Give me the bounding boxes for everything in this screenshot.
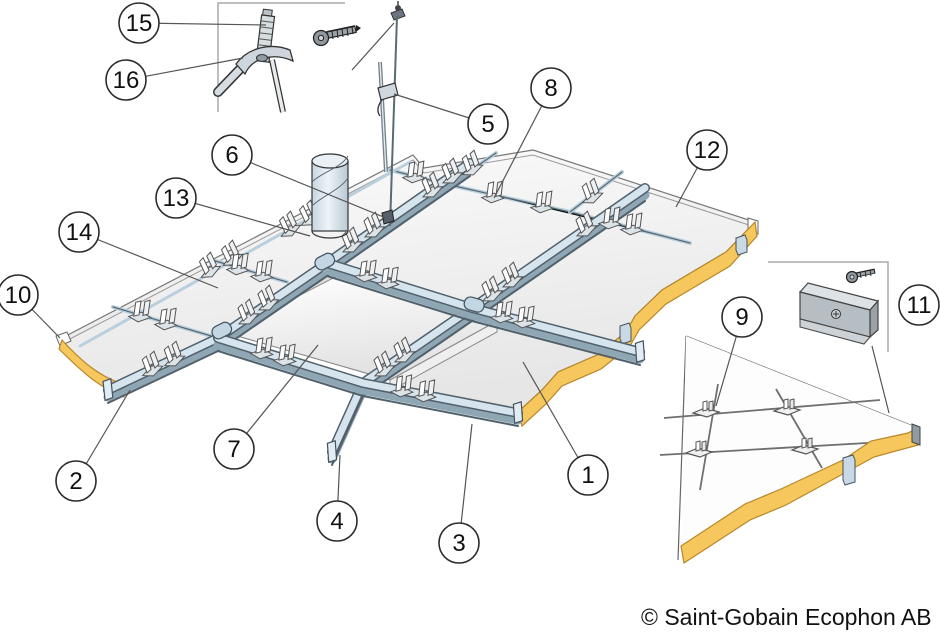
callout-label: 16 [113, 67, 140, 94]
callout-label: 14 [66, 219, 93, 246]
callout-5: 5 [467, 103, 509, 145]
callout-3: 3 [438, 522, 480, 564]
callout-label: 1 [581, 462, 594, 489]
tile-edge-left-cap [55, 331, 72, 347]
callout-2: 2 [55, 460, 97, 502]
callout-8: 8 [530, 67, 572, 109]
callout-13: 13 [155, 177, 197, 219]
leader-line [351, 22, 395, 71]
callout-label: 2 [69, 468, 82, 495]
screw-icon [312, 25, 361, 47]
callout-9: 9 [721, 296, 763, 338]
inset-hanger-detail [213, 2, 361, 113]
cross-runner [327, 183, 650, 466]
callout-label: 4 [330, 508, 343, 535]
edge-trim-piece [842, 454, 856, 486]
ceiling-field [55, 1, 759, 466]
leader-line [233, 344, 319, 450]
callout-10: 10 [0, 274, 39, 316]
callout-15: 15 [118, 2, 160, 44]
inset-frame [768, 261, 889, 352]
callout-label: 6 [225, 142, 238, 169]
inset-frame [217, 2, 345, 112]
callout-label: 3 [452, 530, 465, 557]
callout-label: 5 [481, 111, 494, 138]
callout-label: 10 [5, 282, 32, 309]
callout-1: 1 [567, 454, 609, 496]
leader-line [78, 231, 219, 289]
callout-label: 11 [907, 292, 932, 319]
inset-corner-detail [659, 261, 921, 564]
hanger-wire [389, 15, 398, 227]
callout-4: 4 [316, 500, 358, 542]
callout-12: 12 [686, 129, 728, 171]
screw-icon [845, 268, 876, 284]
callout-6: 6 [211, 134, 253, 176]
tile-edge-yellow-right [517, 220, 758, 428]
callout-label: 9 [735, 304, 748, 331]
wire-clamp [381, 209, 395, 225]
detail-corner-cap [911, 423, 921, 446]
callout-14: 14 [58, 211, 100, 253]
hanger-assembly [377, 1, 406, 227]
callout-11: 11 [898, 284, 940, 326]
callout-label: 8 [544, 75, 557, 102]
runner-endcap [634, 340, 646, 363]
back-edge-profile [65, 154, 753, 342]
leader-line [175, 197, 311, 237]
leader-line [522, 361, 589, 476]
detail-leader [871, 345, 890, 414]
runner-endcap [512, 401, 524, 424]
callout-label: 13 [163, 185, 190, 212]
edge-trim-piece [619, 322, 632, 345]
callout-7: 7 [213, 428, 255, 470]
edge-trim-piece [735, 234, 748, 256]
callout-label: 7 [227, 436, 240, 463]
hanger-bracket [213, 45, 294, 113]
copyright-text: © Saint-Gobain Ecophon AB [641, 604, 932, 630]
callout-label: 12 [694, 137, 721, 164]
runner-endcap [326, 440, 338, 463]
leader-line [138, 22, 267, 26]
cylinder [311, 153, 349, 239]
leader-lines [17, 22, 743, 544]
trim-profile [798, 282, 880, 345]
callouts: 1 2 3 4 5 6 7 8 9 10 11 12 13 14 15 16 [0, 2, 940, 564]
callout-16: 16 [105, 59, 147, 101]
callout-label: 15 [126, 10, 153, 37]
runner-endcap [102, 378, 114, 401]
leader-line [231, 154, 387, 219]
